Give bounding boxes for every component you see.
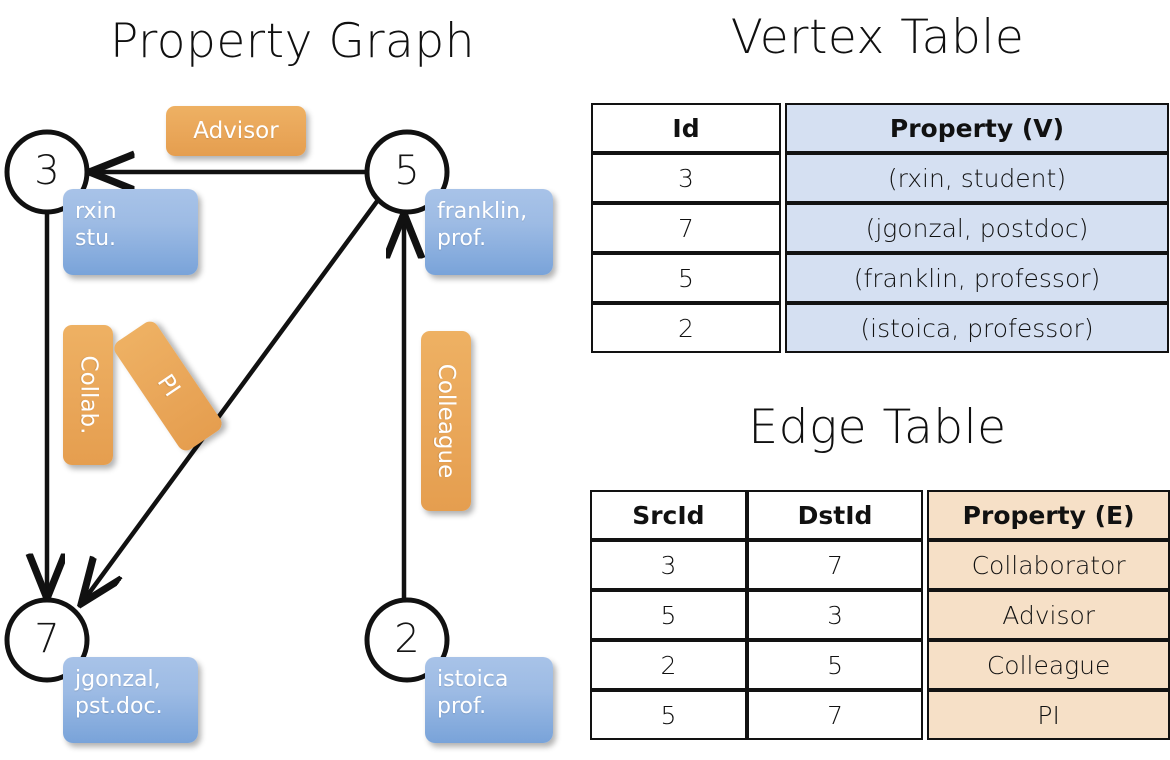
node-property-line-2: stu. — [75, 225, 117, 251]
edge-row-property: Colleague — [927, 640, 1170, 690]
vertex-row-property: (istoica, professor) — [785, 303, 1169, 353]
graph-node-label-5: 5 — [394, 148, 420, 194]
graph-node-property-box-2: istoica prof. — [425, 657, 553, 743]
vertex-table-header-id: Id — [591, 103, 781, 153]
edge-row-dstid: 7 — [746, 690, 924, 740]
graph-edge-label-colleague: Colleague — [421, 331, 471, 511]
edge-row-dstid: 5 — [746, 640, 924, 690]
vertex-row-property: (franklin, professor) — [785, 253, 1169, 303]
table-row[interactable]: 5 7 PI — [590, 690, 1170, 740]
edge-label-text: Advisor — [193, 118, 279, 144]
graph-edge-label-collab: Collab. — [63, 325, 113, 465]
edge-row-srcid: 3 — [590, 540, 747, 590]
vertex-row-property: (jgonzal, postdoc) — [785, 203, 1169, 253]
table-header-row: Id Property (V) — [591, 103, 1169, 153]
table-row[interactable]: 3 (rxin, student) — [591, 153, 1169, 203]
graph-edge-label-advisor: Advisor — [166, 106, 306, 156]
table-row[interactable]: 5 3 Advisor — [590, 590, 1170, 640]
edge-row-srcid: 2 — [590, 640, 747, 690]
page-title-property-graph: Property Graph — [110, 14, 475, 69]
edge-row-dstid: 7 — [746, 540, 924, 590]
vertex-row-id: 5 — [591, 253, 781, 303]
graph-node-property-box-5: franklin, prof. — [425, 189, 553, 275]
table-row[interactable]: 2 (istoica, professor) — [591, 303, 1169, 353]
graph-edge-5-to-7 — [84, 198, 380, 600]
table-row[interactable]: 2 5 Colleague — [590, 640, 1170, 690]
graph-node-label-2: 2 — [394, 616, 420, 662]
edge-row-property: Advisor — [927, 590, 1170, 640]
vertex-row-id: 2 — [591, 303, 781, 353]
graph-node-property-box-3: rxin stu. — [63, 189, 198, 275]
edge-row-property: Collaborator — [927, 540, 1170, 590]
vertex-row-id: 3 — [591, 153, 781, 203]
vertex-table: Id Property (V) 3 (rxin, student) 7 (jgo… — [591, 103, 1169, 353]
page-title-edge-table: Edge Table — [748, 400, 1007, 455]
edge-label-text: PI — [151, 370, 185, 402]
node-property-line-2: prof. — [437, 693, 487, 719]
edge-row-srcid: 5 — [590, 590, 747, 640]
table-header-row: SrcId DstId Property (E) — [590, 490, 1170, 540]
graph-node-property-box-7: jgonzal, pst.doc. — [63, 657, 198, 743]
node-property-line-1: jgonzal, — [75, 667, 161, 692]
edge-label-text: Colleague — [433, 363, 460, 479]
edge-table: SrcId DstId Property (E) 3 7 Collaborato… — [590, 490, 1170, 740]
edge-table-header-property: Property (E) — [927, 490, 1170, 540]
edge-label-text: Collab. — [75, 355, 102, 435]
vertex-row-id: 7 — [591, 203, 781, 253]
node-property-line-2: prof. — [437, 225, 487, 251]
node-property-line-2: pst.doc. — [75, 693, 163, 719]
table-row[interactable]: 5 (franklin, professor) — [591, 253, 1169, 303]
page-title-vertex-table: Vertex Table — [730, 10, 1025, 65]
graph-node-label-3: 3 — [34, 148, 60, 194]
node-property-line-1: istoica — [437, 667, 509, 692]
vertex-table-header-property: Property (V) — [785, 103, 1169, 153]
edge-table-header-srcid: SrcId — [590, 490, 747, 540]
node-property-line-1: rxin — [75, 199, 117, 224]
node-property-line-1: franklin, — [437, 199, 528, 224]
table-row[interactable]: 7 (jgonzal, postdoc) — [591, 203, 1169, 253]
edge-row-property: PI — [927, 690, 1170, 740]
edge-row-srcid: 5 — [590, 690, 747, 740]
vertex-row-property: (rxin, student) — [785, 153, 1169, 203]
edge-row-dstid: 3 — [746, 590, 924, 640]
table-row[interactable]: 3 7 Collaborator — [590, 540, 1170, 590]
graph-node-label-7: 7 — [34, 616, 60, 662]
edge-table-header-dstid: DstId — [746, 490, 924, 540]
